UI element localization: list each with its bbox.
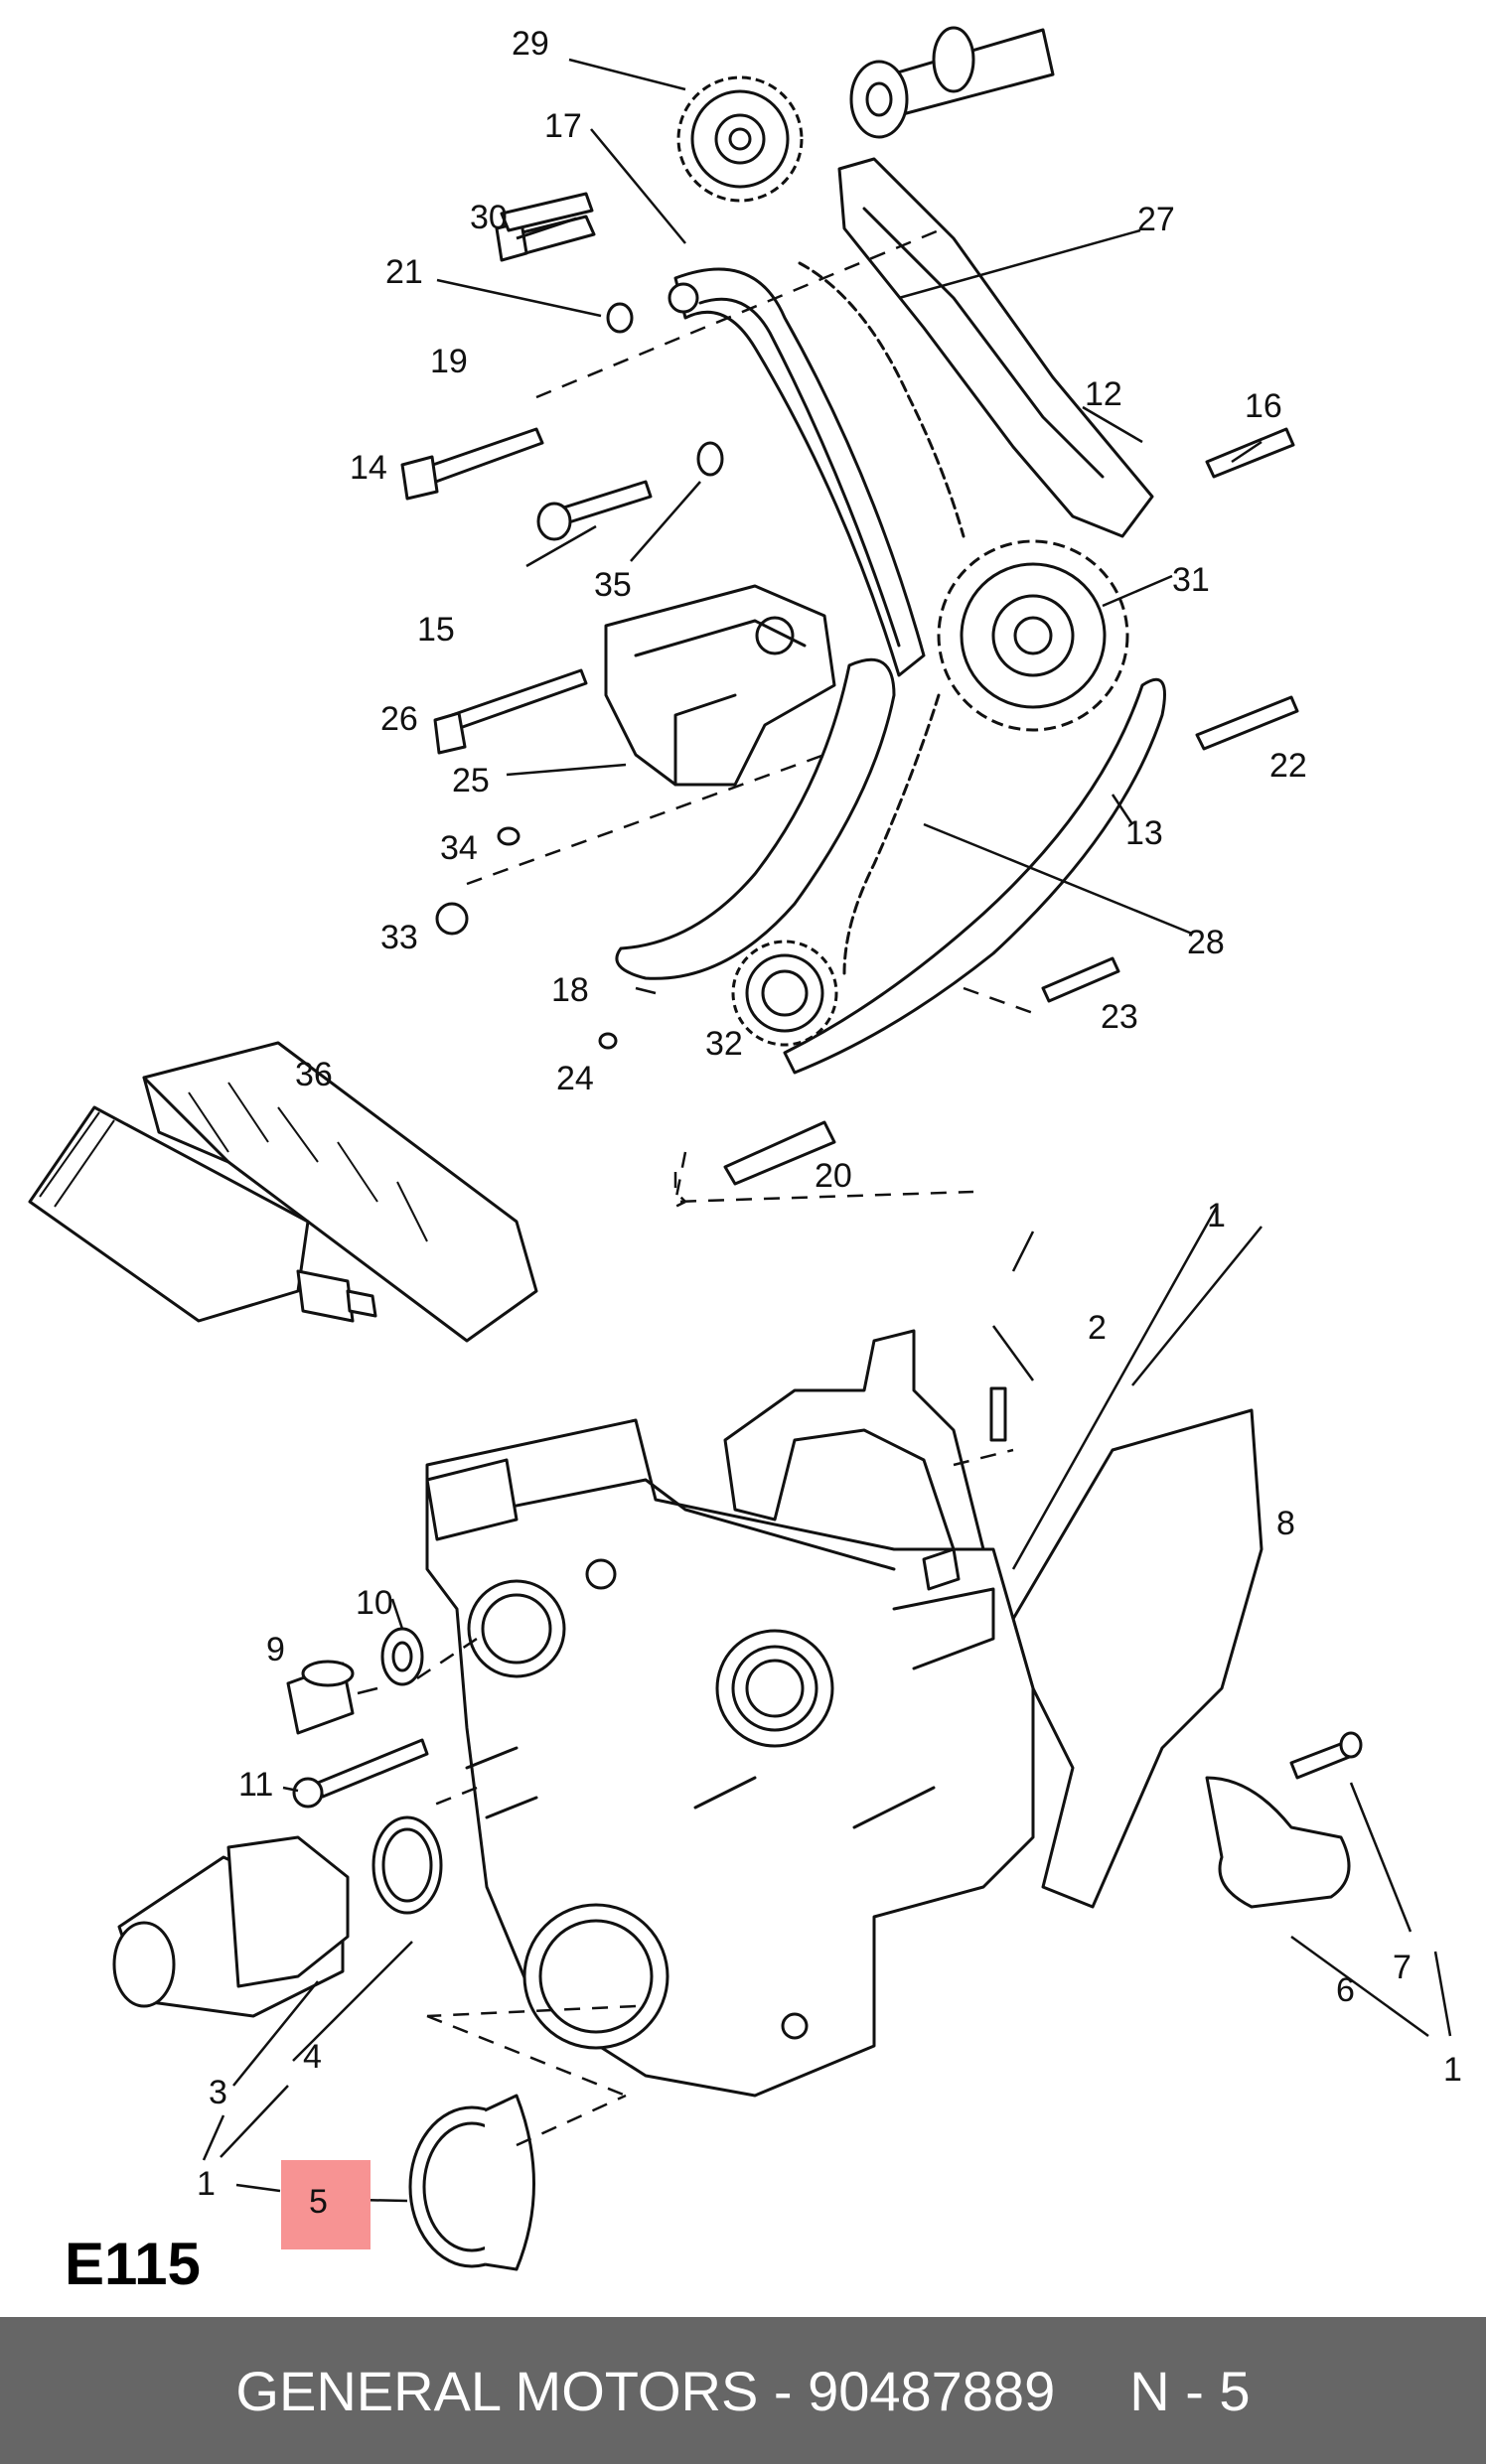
callout-14[interactable]: 14 xyxy=(350,449,387,487)
footer-brand: GENERAL MOTORS xyxy=(235,2359,759,2422)
callout-11[interactable]: 11 xyxy=(238,1766,273,1804)
callout-19[interactable]: 19 xyxy=(430,343,468,380)
crank-sprocket-part xyxy=(731,940,838,1047)
callout-8[interactable]: 8 xyxy=(1276,1505,1295,1542)
callout-31[interactable]: 31 xyxy=(1172,561,1210,599)
callout-labels: 29 17 30 27 21 19 12 16 14 35 31 15 26 2… xyxy=(197,25,1462,2221)
dowel-pin-part xyxy=(989,1386,1007,1442)
cam-sprocket-part xyxy=(676,75,804,203)
callout-6[interactable]: 6 xyxy=(1336,1971,1355,2009)
callout-4[interactable]: 4 xyxy=(303,2038,322,2076)
callout-16[interactable]: 16 xyxy=(1245,387,1282,425)
pump-gasket-part xyxy=(723,1329,985,1551)
lower-timing-chain-part xyxy=(842,693,941,975)
tensioner-guide-part xyxy=(615,657,896,980)
callout-1-top[interactable]: 1 xyxy=(1207,1197,1226,1234)
idler-sprocket-part xyxy=(937,539,1129,732)
sealant-tube-and-box-part xyxy=(28,1041,538,1343)
callout-15[interactable]: 15 xyxy=(417,611,455,649)
callout-34[interactable]: 34 xyxy=(440,829,478,867)
assembly-line-lower xyxy=(416,1448,1014,2147)
callout-10[interactable]: 10 xyxy=(356,1584,393,1622)
diagram-code: E115 xyxy=(65,2231,201,2297)
callout-36[interactable]: 36 xyxy=(295,1056,333,1093)
callout-27[interactable]: 27 xyxy=(1137,201,1175,238)
leader-lines xyxy=(202,58,1452,2203)
callout-1-left[interactable]: 1 xyxy=(197,2165,216,2203)
callout-12[interactable]: 12 xyxy=(1085,375,1122,413)
timing-cover-assembly xyxy=(112,1329,1363,2271)
callout-24[interactable]: 24 xyxy=(556,1060,594,1097)
footer-bar xyxy=(0,2317,1486,2464)
highlight-box xyxy=(281,2160,371,2249)
callout-30[interactable]: 30 xyxy=(470,199,508,236)
callout-5[interactable]: 5 xyxy=(309,2183,328,2221)
callout-23[interactable]: 23 xyxy=(1101,998,1138,1036)
callout-20[interactable]: 20 xyxy=(815,1157,852,1195)
callout-3[interactable]: 3 xyxy=(209,2074,227,2111)
callout-35[interactable]: 35 xyxy=(594,566,632,604)
drain-plug-and-washer-part xyxy=(286,1627,424,1735)
callout-18[interactable]: 18 xyxy=(551,971,589,1009)
camshaft-part xyxy=(849,26,1055,139)
footer-separator: - xyxy=(758,2359,809,2422)
callout-17[interactable]: 17 xyxy=(544,107,582,145)
callout-1-right[interactable]: 1 xyxy=(1443,2051,1462,2089)
callout-21[interactable]: 21 xyxy=(385,253,423,291)
callout-13[interactable]: 13 xyxy=(1125,814,1163,852)
callout-7[interactable]: 7 xyxy=(1393,1949,1412,1986)
chain-guide-rail-part xyxy=(668,267,926,677)
oil-pressure-sender-part xyxy=(112,1815,443,2018)
callout-33[interactable]: 33 xyxy=(380,919,418,956)
timing-chain-assembly xyxy=(28,26,1299,1343)
callout-25[interactable]: 25 xyxy=(452,762,490,799)
footer-caption: GENERAL MOTORS - 90487889 N - 5 xyxy=(0,2317,1486,2464)
mounting-bracket-part xyxy=(1205,1776,1351,1909)
chain-tensioner-part xyxy=(604,584,836,787)
timing-chain-part xyxy=(798,261,966,538)
callout-26[interactable]: 26 xyxy=(380,700,418,738)
footer-part-number: 90487889 xyxy=(808,2359,1056,2422)
cover-bolt-part xyxy=(316,1738,429,1799)
front-cover-housing-part xyxy=(425,1418,1035,2098)
chain-rail-part xyxy=(837,157,1154,538)
callout-32[interactable]: 32 xyxy=(705,1025,743,1063)
callout-29[interactable]: 29 xyxy=(512,25,549,63)
callout-9[interactable]: 9 xyxy=(266,1631,285,1668)
callout-28[interactable]: 28 xyxy=(1187,924,1225,961)
callout-22[interactable]: 22 xyxy=(1269,747,1307,785)
cover-gasket-part xyxy=(1011,1408,1263,1909)
fasteners-upper xyxy=(400,192,1299,1186)
footer-position-label: N - 5 xyxy=(1129,2359,1251,2422)
front-crankshaft-seal-part xyxy=(408,2094,535,2271)
callout-2[interactable]: 2 xyxy=(1088,1309,1107,1347)
